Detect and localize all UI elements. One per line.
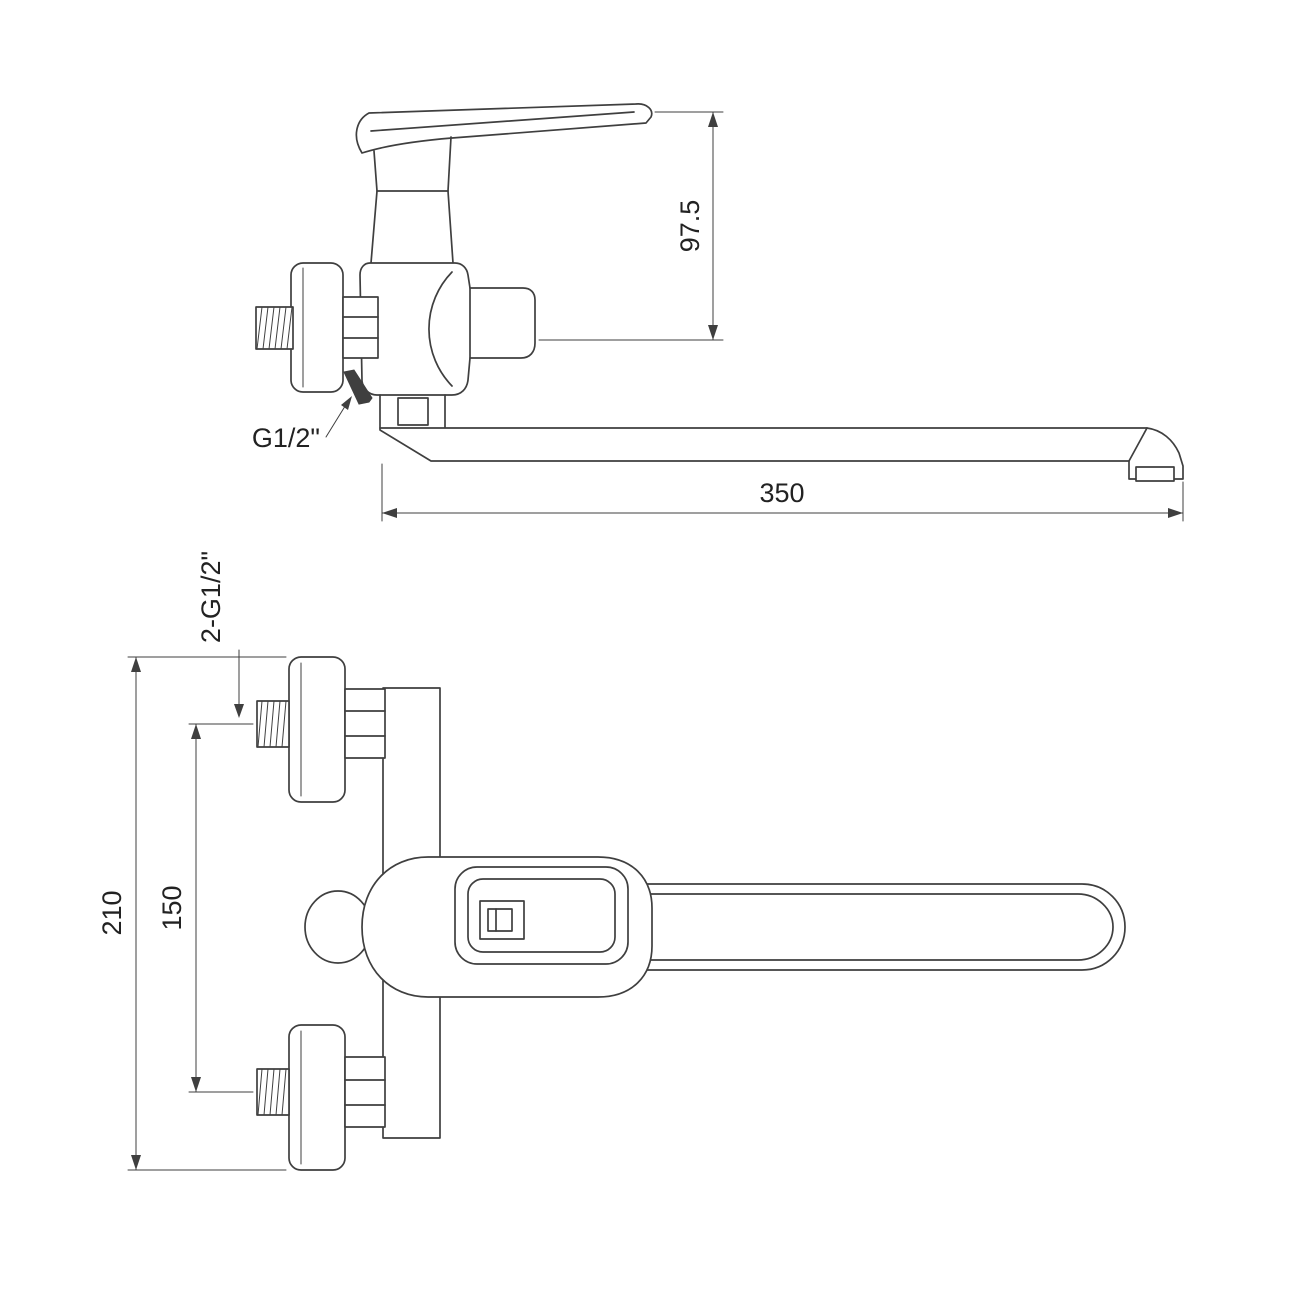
thread-hatch-top [257,700,287,748]
escutcheon-side [290,262,344,393]
aerator [1135,466,1175,482]
spout-plan [629,883,1126,971]
escutcheon-bottom [288,1024,346,1171]
thread-plan-leader-arrow [234,704,244,718]
cartridge-housing [370,190,454,264]
plan-view: 210 150 2-G1/2" [97,551,1126,1171]
hex-nut-top [344,688,386,759]
arrow-left-350 [382,508,397,518]
dim-text-150: 150 [157,885,187,930]
thread-label-side: G1/2" [252,423,320,453]
lever-plan-detail-inner [487,908,513,932]
lever-handle-edge-line [370,111,635,132]
lever-plan-detail [479,900,525,940]
arrow-down-210 [131,1155,141,1170]
arrow-up-150 [191,724,201,739]
thread-leader-line [325,402,348,438]
arrow-down-97 [708,325,718,340]
arrow-up-97 [708,112,718,127]
thread-label-plan: 2-G1/2" [196,551,226,643]
mixer-body [359,262,536,396]
body-end-knob [304,890,372,964]
spout-tip-edge [1128,427,1148,462]
arrow-down-150 [191,1077,201,1092]
hex-nut-top-facets [344,710,386,737]
lever-plan-inner [467,878,616,953]
handle-neck [373,136,452,192]
hex-nut-facet-lines [342,316,379,339]
spout [379,427,1184,480]
body-sphere-arc [428,271,453,387]
thread-hatch-bottom [257,1068,287,1116]
thread-silhouette [343,369,373,405]
side-view: 97.5 350 G1/2" [252,103,1184,522]
hex-nut-bottom-facets [344,1079,386,1106]
dim-text-210: 210 [97,890,127,935]
arrow-up-210 [131,657,141,672]
arrow-right-350 [1168,508,1183,518]
escutcheon-top [288,656,346,803]
thread-leader-arrow [341,396,352,410]
thread-nipple-side [255,306,294,350]
spout-connector [379,394,446,429]
spout-plan-inner-line [629,893,1114,961]
hex-nut-side [342,296,379,359]
dim-text-97: 97.5 [675,200,705,253]
spout-connector-detail [397,397,429,426]
hex-nut-bottom [344,1056,386,1128]
dim-text-350: 350 [759,478,804,508]
thread-hatch-side [256,306,293,350]
